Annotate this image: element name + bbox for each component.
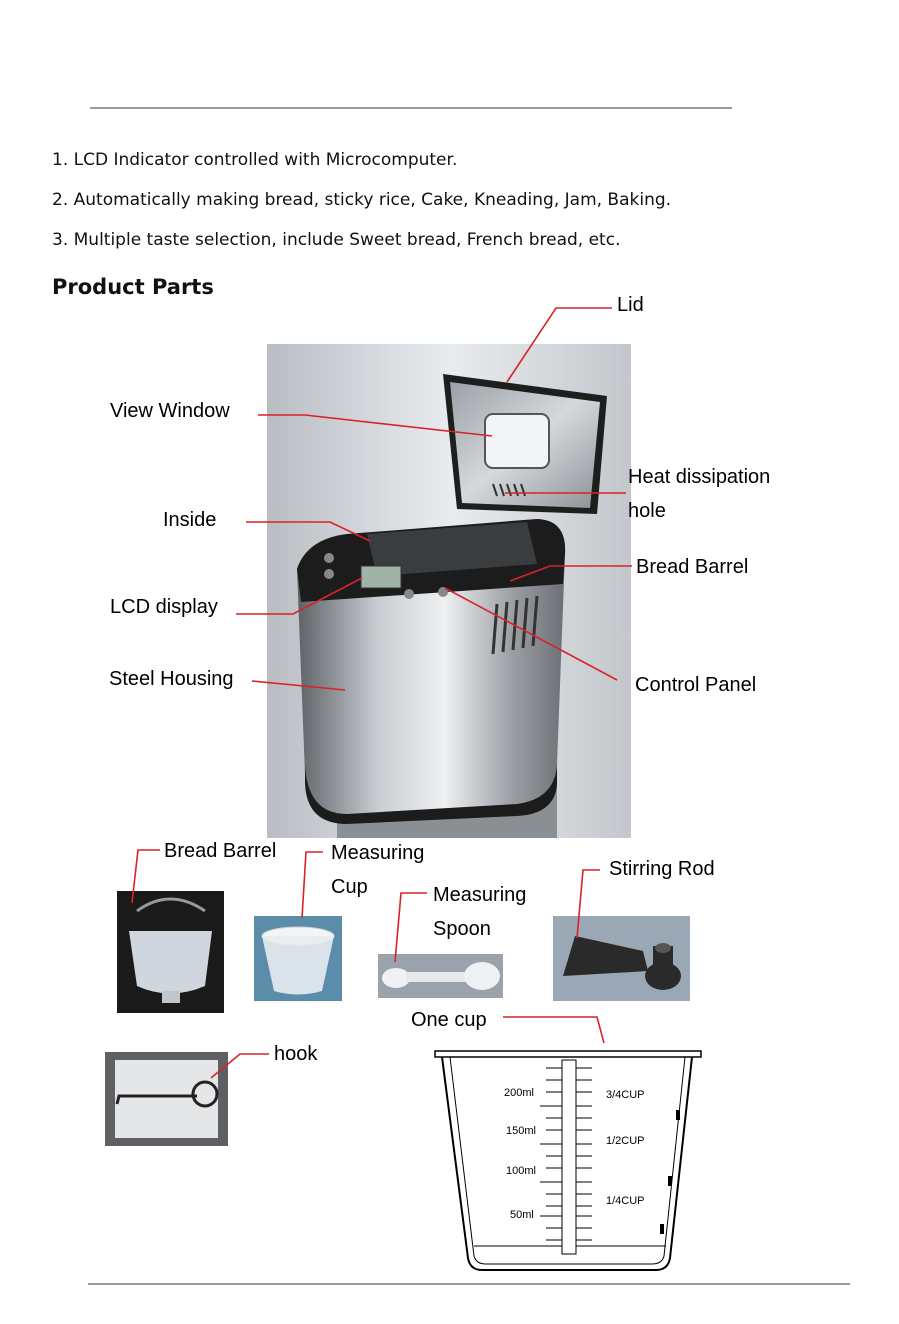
- feature-3: 3. Multiple taste selection, include Swe…: [52, 230, 621, 250]
- label-one-cup: One cup: [411, 1009, 487, 1031]
- label-hook: hook: [274, 1043, 318, 1065]
- label-measuring-spoon: Measuring: [433, 884, 527, 906]
- scale-200ml: 200ml: [504, 1087, 534, 1099]
- label-control-panel: Control Panel: [635, 674, 757, 696]
- label-cup: Cup: [331, 876, 368, 898]
- section-title: Product Parts: [52, 275, 214, 299]
- label-view-window: View Window: [110, 400, 230, 422]
- label-steel-housing: Steel Housing: [109, 668, 234, 690]
- bread-barrel-photo: [117, 891, 224, 1013]
- hook-photo: [105, 1052, 228, 1146]
- label-heat-dissipation: Heat dissipation: [628, 466, 771, 488]
- scale-50ml: 50ml: [510, 1209, 534, 1221]
- feature-2: 2. Automatically making bread, sticky ri…: [52, 190, 672, 210]
- scale-1-4cup: 1/4CUP: [606, 1195, 645, 1207]
- measuring-cup-photo: [254, 916, 342, 1001]
- label-stirring-rod: Stirring Rod: [609, 858, 715, 880]
- measuring-spoon-photo: [378, 954, 503, 998]
- label-acc-bread-barrel: Bread Barrel: [164, 840, 277, 862]
- stirring-rod-photo: [553, 916, 690, 1001]
- one-cup-diagram: 200ml 150ml 100ml 50ml 3/4CUP 1/2CUP 1/4…: [434, 1050, 702, 1271]
- label-bread-barrel: Bread Barrel: [636, 556, 749, 578]
- label-lcd-display: LCD display: [110, 596, 218, 618]
- scale-3-4cup: 3/4CUP: [606, 1089, 645, 1101]
- scale-100ml: 100ml: [506, 1165, 536, 1177]
- label-lid: Lid: [617, 294, 644, 316]
- scale-150ml: 150ml: [506, 1125, 536, 1137]
- label-heat-hole: hole: [628, 500, 666, 522]
- label-inside: Inside: [163, 509, 217, 531]
- scale-1-2cup: 1/2CUP: [606, 1135, 645, 1147]
- label-spoon: Spoon: [433, 918, 491, 940]
- label-measuring-cup: Measuring: [331, 842, 425, 864]
- top-rule: [90, 107, 732, 109]
- bottom-rule: [88, 1283, 850, 1285]
- feature-1: 1. LCD Indicator controlled with Microco…: [52, 150, 458, 170]
